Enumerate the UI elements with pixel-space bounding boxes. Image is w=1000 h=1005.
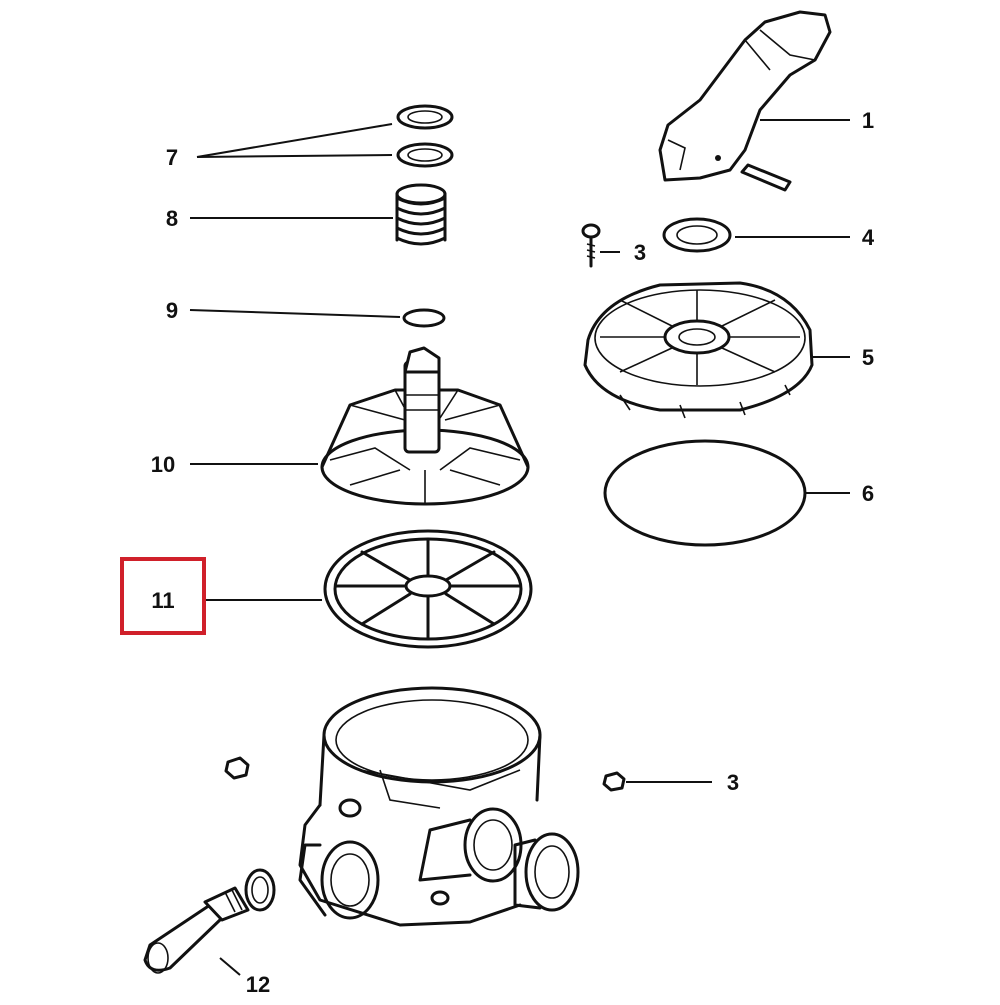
label-part-5: 5 (862, 345, 874, 370)
label-part-3-right: 3 (727, 770, 739, 795)
part-9-o-ring (402, 308, 446, 328)
label-part-4: 4 (862, 225, 875, 250)
part-5-cover (583, 281, 814, 419)
part-3-nut (602, 771, 626, 792)
label-part-11: 11 (151, 588, 174, 613)
label-part-6: 6 (862, 481, 874, 506)
part-7-o-rings (396, 104, 454, 168)
part-4-washer (662, 217, 732, 253)
valve-body (298, 686, 580, 927)
part-1-handle (658, 10, 832, 192)
leader-lines (189, 119, 850, 976)
label-part-10: 10 (151, 452, 175, 477)
highlight-box-part-11 (120, 557, 206, 635)
label-part-8: 8 (166, 206, 178, 231)
nut-left (224, 756, 250, 780)
label-part-3-top: 3 (634, 240, 646, 265)
label-part-12: 12 (246, 972, 270, 997)
part-10-rotor (320, 346, 530, 506)
label-part-9: 9 (166, 298, 178, 323)
label-part-7: 7 (166, 145, 178, 170)
part-6-large-o-ring (603, 439, 807, 547)
part-8-spring (395, 183, 447, 246)
part-3-screw (581, 223, 601, 268)
label-part-1: 1 (862, 108, 874, 133)
part-11-spider-gasket (323, 529, 533, 649)
part-12-drain-plug (143, 868, 276, 974)
